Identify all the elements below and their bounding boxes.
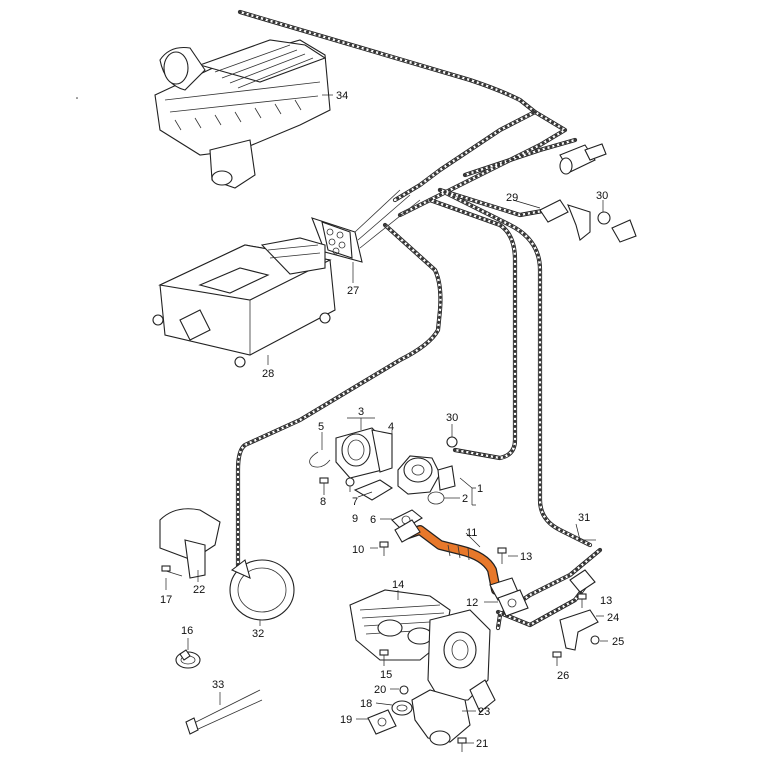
hose-to-29-hoseDots [438, 188, 550, 217]
callout-30-top: 30 [596, 190, 608, 202]
bolt-25 [590, 635, 608, 645]
callout-30-mid: 30 [446, 412, 458, 424]
hose-lower-right-hoseDots [496, 548, 602, 630]
vacuum-reservoir [229, 559, 295, 626]
callout-8: 8 [320, 496, 326, 508]
callout-20: 20 [374, 684, 386, 696]
bolt-13-upper [497, 547, 518, 564]
callout-32: 32 [252, 628, 264, 640]
hoseDots-layer [236, 10, 602, 630]
nut-20 [390, 685, 409, 695]
hose-right-mid-hoseDots [428, 198, 517, 460]
callout-6: 6 [370, 514, 376, 526]
bolt-21 [457, 737, 474, 752]
bolt-10 [370, 541, 389, 556]
hose-airbox-top-hoseDots [238, 10, 538, 202]
filter-30-top [597, 200, 637, 243]
bolt-7 [345, 477, 355, 492]
callout-31: 31 [578, 512, 590, 524]
callout-5: 5 [318, 421, 324, 433]
callout-21: 21 [476, 738, 488, 750]
hose-lower-rail-hoseDots [496, 578, 592, 627]
egr-cooler-pipe-23 [411, 689, 476, 746]
egr-pipe-highlighted [394, 519, 519, 601]
callout-1: 1 [477, 483, 483, 495]
bolt-8 [319, 477, 329, 495]
callout-13-lower: 13 [600, 595, 612, 607]
egr-valve [391, 430, 473, 505]
callout-7: 7 [352, 496, 358, 508]
hose-clamp-16 [175, 638, 201, 669]
hose-right-mid-hoseIn [428, 198, 517, 460]
callout-15: 15 [380, 669, 392, 681]
vacuum-hose-network [235, 9, 603, 631]
callout-4: 4 [388, 421, 394, 433]
callout-13-upper: 13 [520, 551, 532, 563]
callout-3: 3 [358, 406, 364, 418]
cable-ties-33 [185, 689, 263, 735]
gasket-19 [356, 709, 397, 735]
bracket-9 [353, 479, 394, 501]
stray-dot [76, 97, 78, 99]
callout-29: 29 [506, 192, 518, 204]
hose-left-down-hoseDots [236, 223, 442, 567]
intake-manifold [349, 589, 496, 713]
bolt-17 [161, 565, 183, 590]
callout-24: 24 [607, 612, 619, 624]
bolt-15 [379, 649, 389, 666]
callout-9: 9 [352, 513, 358, 525]
callout-25: 25 [612, 636, 624, 648]
callout-10: 10 [352, 544, 364, 556]
sensor-31 [569, 523, 596, 593]
callout-26: 26 [557, 670, 569, 682]
hose-airbox-branch-hoseIn [398, 110, 567, 217]
group-brackets [472, 487, 476, 506]
hose-right-long-hoseDots [438, 188, 592, 547]
callout-16: 16 [181, 625, 193, 637]
check-valve-29 [512, 199, 591, 241]
callout-28: 28 [262, 368, 274, 380]
callout-27: 27 [347, 285, 359, 297]
callout-12: 12 [466, 597, 478, 609]
flange-12 [484, 589, 529, 617]
hose-right-mid-hoseOut [427, 197, 518, 461]
callout-19: 19 [340, 714, 352, 726]
bolt-26 [552, 651, 562, 666]
hose-to-valve-hoseDots [463, 138, 577, 177]
callout-23: 23 [478, 706, 490, 718]
seal-18 [375, 700, 413, 716]
callout-34: 34 [336, 90, 348, 102]
solenoid-valve-top [559, 143, 607, 175]
callout-22: 22 [193, 584, 205, 596]
callout-2: 2 [462, 493, 468, 505]
mounting-bracket-22 [159, 508, 221, 582]
air-filter-housing [154, 39, 333, 189]
bracket-24 [559, 609, 604, 651]
hose-connector-block [311, 189, 421, 283]
callout-33: 33 [212, 679, 224, 691]
hose-airbox-branch-hoseDots [398, 110, 568, 217]
hose-to-valve-hoseIn [463, 138, 577, 177]
callout-14: 14 [392, 579, 404, 591]
bolt-13-lower [577, 593, 587, 608]
hose-clip-30-mid [446, 424, 458, 448]
hose-airbox-branch-hoseOut [397, 109, 568, 218]
throttle-body [335, 417, 393, 479]
seal-ring-5 [309, 432, 331, 468]
control-unit [152, 237, 336, 368]
callout-11: 11 [466, 527, 477, 539]
callout-18: 18 [360, 698, 372, 710]
callout-17: 17 [160, 594, 172, 606]
callout-labels: 34 27 28 29 30 3 5 4 30 1 2 8 7 9 6 11 1… [160, 90, 624, 750]
